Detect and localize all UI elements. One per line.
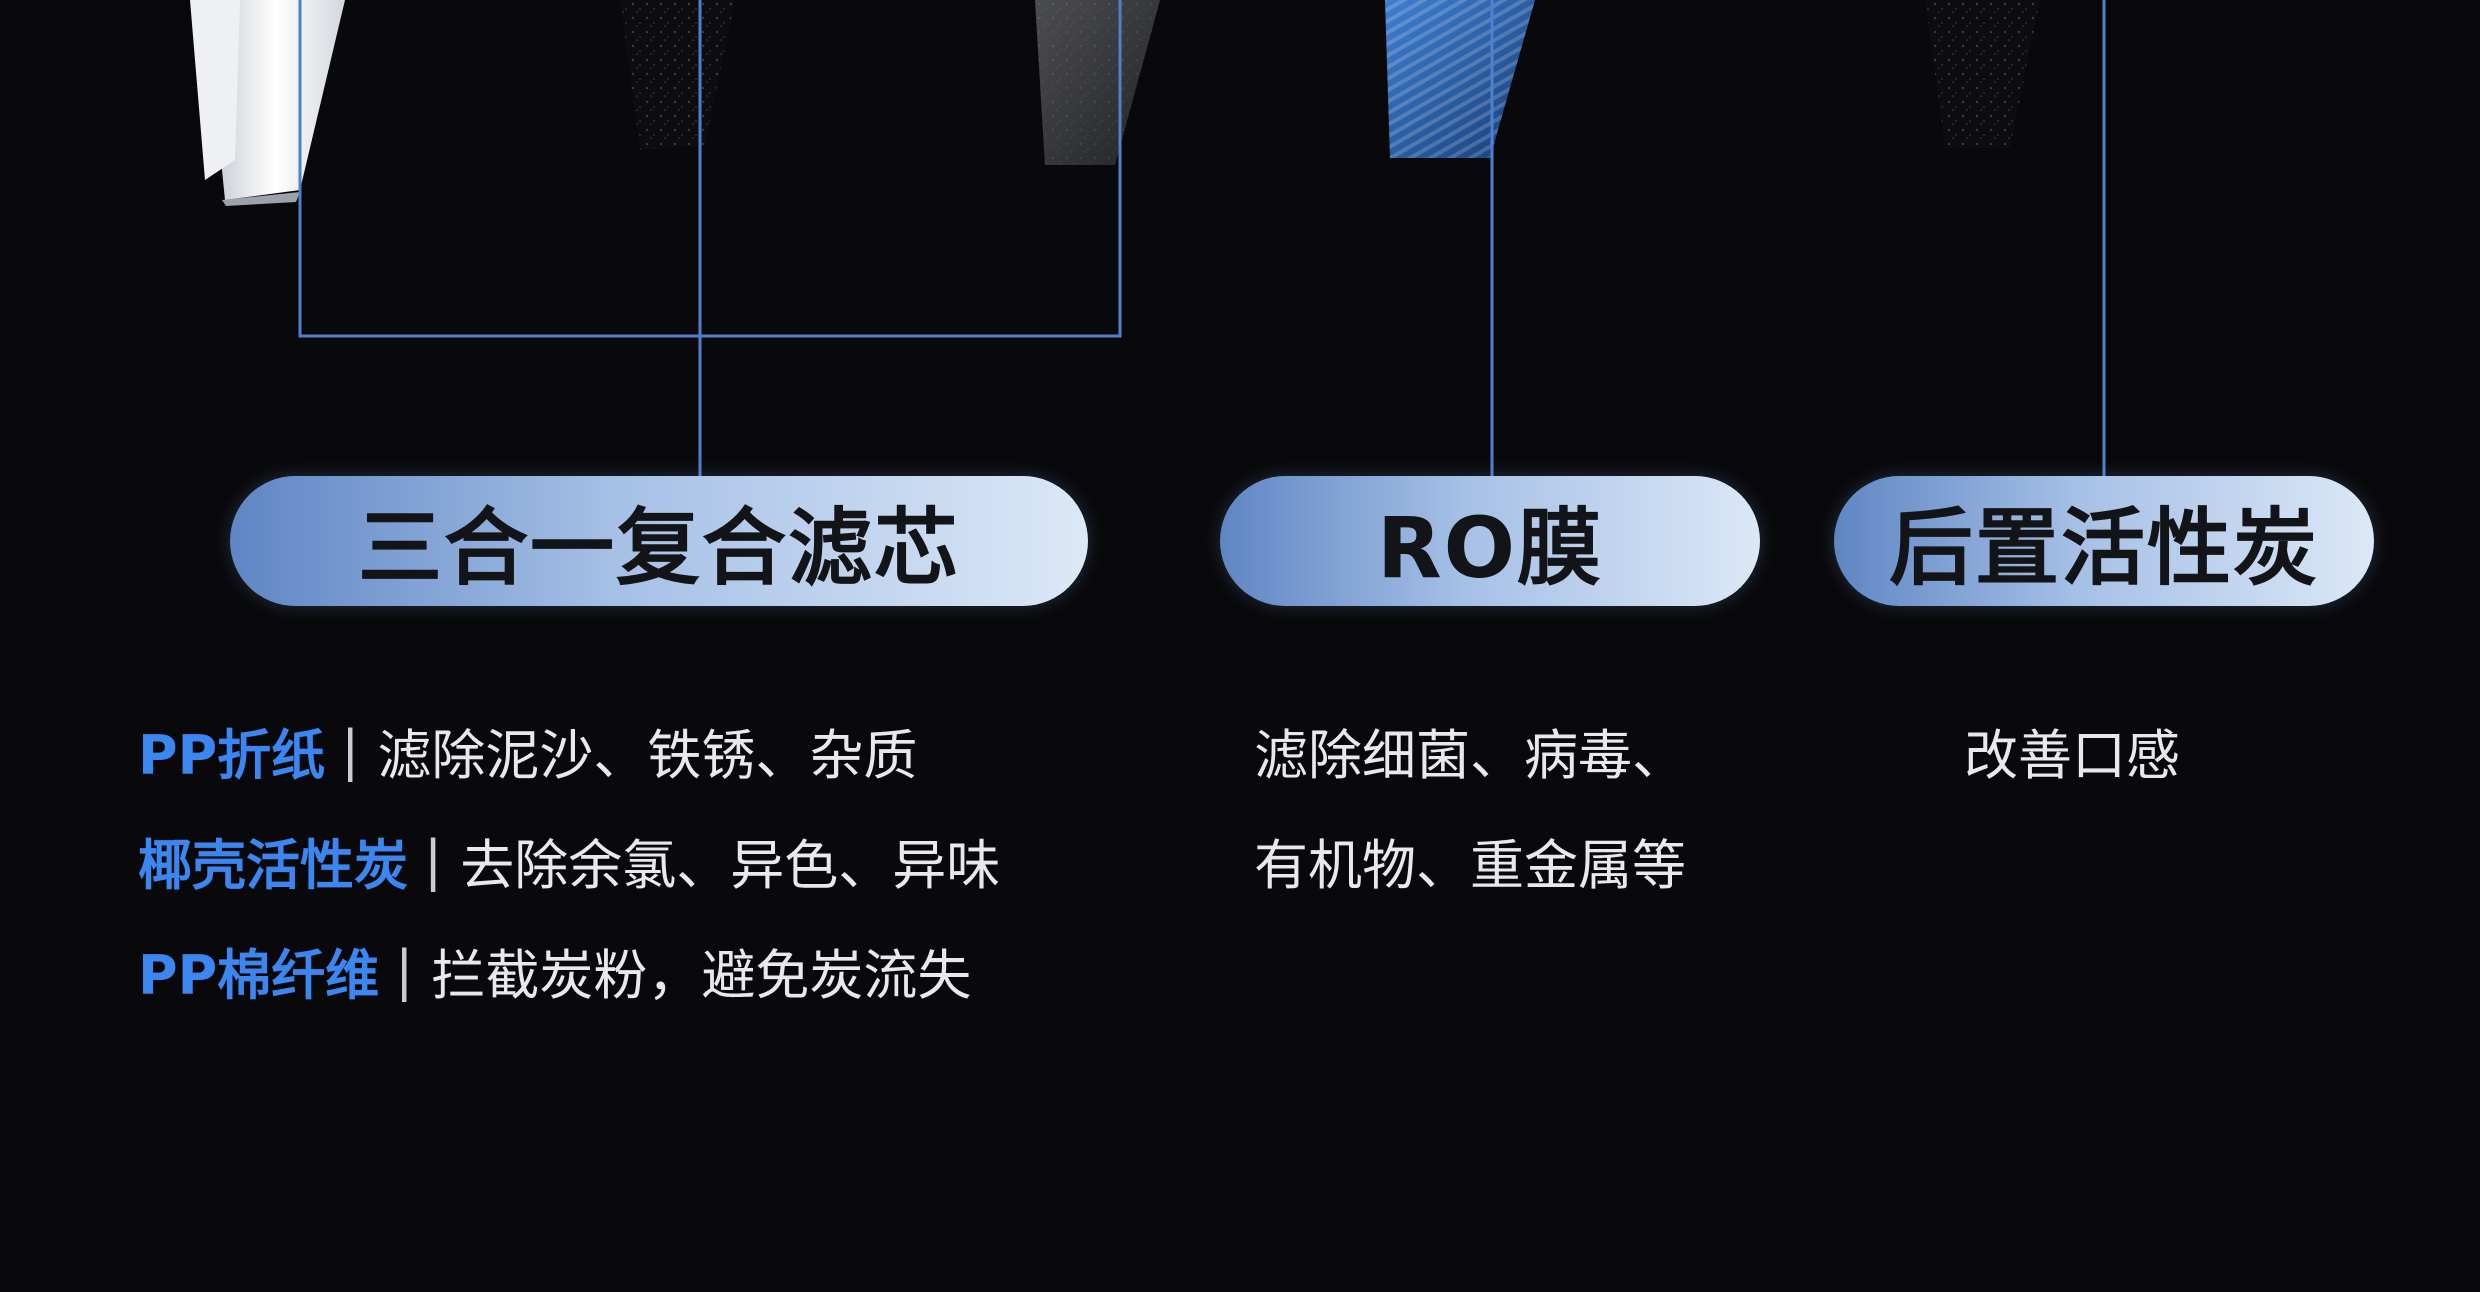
composite-detail-row: PP折纸 | 滤除泥沙、铁锈、杂质 [138,710,917,790]
composite-detail-row: 椰壳活性炭 | 去除余氯、异色、异味 [138,820,1000,900]
composite-detail-row: PP棉纤维 | 拦截炭粉，避免炭流失 [138,930,971,1010]
post-carbon-detail-row: 改善口感 [1964,710,2180,790]
detail-description: 去除余氯、异色、异味 [460,833,1001,897]
stage-label-post-carbon: 后置活性炭 [1834,476,2374,606]
detail-description: 改善口感 [1964,723,2180,787]
stage-label-composite-filter: 三合一复合滤芯 [230,476,1088,606]
detail-term: PP棉纤维 [138,943,380,1007]
detail-separator: | [395,938,414,1002]
detail-description: 有机物、重金属等 [1254,833,1686,897]
connector-lines [298,0,2106,476]
detail-term: 椰壳活性炭 [138,833,408,897]
ro-detail-row: 滤除细菌、病毒、 [1254,710,1686,790]
carbon-layer-2 [1925,0,2040,148]
detail-description: 滤除细菌、病毒、 [1254,723,1686,787]
detail-description: 滤除泥沙、铁锈、杂质 [377,723,918,787]
ro-membrane-layer [1385,0,1535,158]
detail-term: PP折纸 [138,723,326,787]
pleated-paper-layer [190,0,345,206]
ro-detail-row: 有机物、重金属等 [1254,820,1686,900]
stage-label-ro-membrane: RO膜 [1220,476,1760,606]
carbon-layer-1 [620,0,735,150]
detail-separator: | [424,828,443,892]
detail-separator: | [341,718,360,782]
cotton-fibre-layer [1035,0,1160,165]
detail-description: 拦截炭粉，避免炭流失 [431,943,972,1007]
